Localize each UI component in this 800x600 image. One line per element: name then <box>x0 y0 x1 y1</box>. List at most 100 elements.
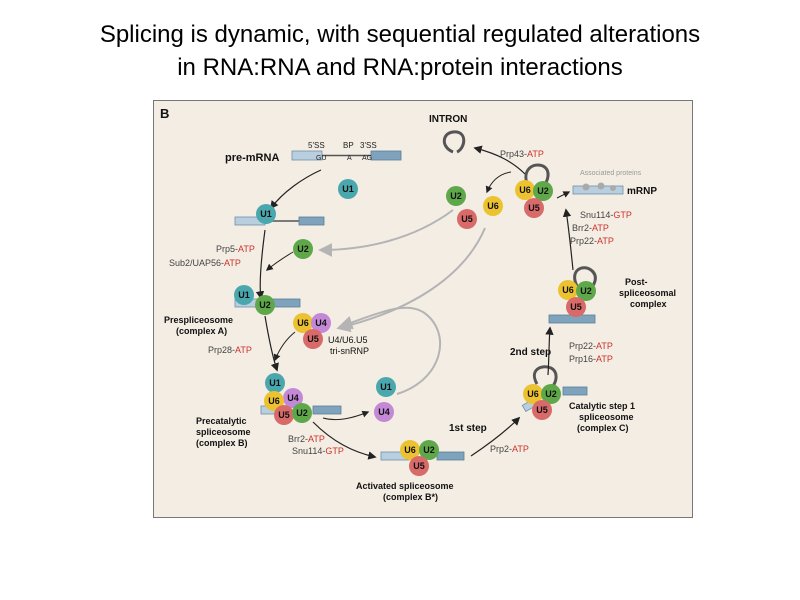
complex-e-u1-label: U1 <box>260 209 272 219</box>
a-label: A <box>347 155 352 162</box>
three-ss-label: 3'SS <box>360 141 377 150</box>
complex-bstar-u2 <box>419 440 439 460</box>
released-u2 <box>446 186 466 206</box>
complex-b-u2-label: U2 <box>296 408 308 418</box>
arrow-intron-release <box>473 145 526 175</box>
complex-bstar-u5 <box>409 456 429 476</box>
arrow-bstar-to-c <box>470 416 521 457</box>
arrow-c-to-post <box>545 326 554 376</box>
released-u5-label: U5 <box>461 214 473 224</box>
tri-snrnp-u6 <box>293 313 313 333</box>
prp22-p-factor: Prp22-ATP <box>570 236 614 246</box>
five-ss-label: 5'SS <box>308 141 325 150</box>
post-u6 <box>558 280 578 300</box>
complex-a-name: Prespliceosome <box>164 315 233 325</box>
complex-b-u1-label: U1 <box>269 378 281 388</box>
complex-b-u6-label: U6 <box>268 396 280 406</box>
complex-c-u5 <box>532 400 552 420</box>
slide-title: Splicing is dynamic, with sequential reg… <box>0 18 800 84</box>
arrow-e-to-a <box>255 229 266 300</box>
brr2-b-factor: Brr2-ATP <box>288 434 325 444</box>
intron-complex-u6 <box>515 180 535 200</box>
arrow-complex-to-mrnp <box>556 191 571 199</box>
post-name-2: spliceosomal <box>619 288 676 298</box>
arrow-u1-u4-release <box>322 410 370 421</box>
released-u1-label: U1 <box>380 382 392 392</box>
released-u4-label: U4 <box>378 407 390 417</box>
second-step-label: 2nd step <box>510 347 551 358</box>
ag-label: AG <box>362 155 372 162</box>
recycle-arrow-u6-u5 <box>336 227 486 333</box>
released-u2-label: U2 <box>450 191 462 201</box>
gu-label: GU <box>316 155 327 162</box>
tri-snrnp-subtitle: tri-snRNP <box>330 346 369 356</box>
first-step-label: 1st step <box>449 423 487 434</box>
complex-c-u2 <box>541 384 561 404</box>
excised-intron-lariat <box>442 130 466 154</box>
prp22-c-factor: Prp22-ATP <box>569 341 613 351</box>
complex-c-u6 <box>523 384 543 404</box>
complex-b-type: spliceosome <box>196 427 251 437</box>
prp43-factor: Prp43-ATP <box>500 149 544 159</box>
complex-c-u6-label: U6 <box>527 389 539 399</box>
tri-snrnp-u6-label: U6 <box>297 318 309 328</box>
prp2-factor: Prp2-ATP <box>490 444 529 454</box>
complex-a-subtitle: (complex A) <box>176 326 227 336</box>
arrow-b-to-bstar <box>312 421 377 460</box>
released-u6 <box>483 196 503 216</box>
tri-snrnp-u5-label: U5 <box>307 334 319 344</box>
tri-snrnp-u4-label: U4 <box>315 318 327 328</box>
complex-bstar-name: Activated spliceosome <box>356 481 454 491</box>
released-u1 <box>376 377 396 397</box>
post-u5-label: U5 <box>570 302 582 312</box>
intron-complex-u2-label: U2 <box>537 186 549 196</box>
arrow-u2-join <box>265 251 294 271</box>
complex-bstar-subtitle: (complex B*) <box>383 492 438 502</box>
released-u5 <box>457 209 477 229</box>
u1-label: U1 <box>342 184 354 194</box>
snu114-p-factor: Snu114-GTP <box>580 210 632 220</box>
intron-complex-u5 <box>524 198 544 218</box>
complex-b-u6 <box>264 391 284 411</box>
complex-e-u1 <box>256 204 276 224</box>
arrow-a-to-b <box>264 315 279 372</box>
post-u5 <box>566 297 586 317</box>
complex-c-u2-label: U2 <box>545 389 557 399</box>
arrow-post-to-mrnp <box>562 208 574 271</box>
u2-snrnp <box>293 239 313 259</box>
complex-b-u2 <box>292 403 312 423</box>
tri-snrnp-name: U4/U6.U5 <box>328 335 368 345</box>
complex-a-u2 <box>255 295 275 315</box>
mrnp-label: mRNP <box>627 186 657 197</box>
complex-c-u5-label: U5 <box>536 405 548 415</box>
u2-label: U2 <box>297 244 309 254</box>
prp16-factor: Prp16-ATP <box>569 354 613 364</box>
slide-title-line-2: in RNA:RNA and RNA:protein interactions <box>177 54 623 81</box>
panel-label: B <box>160 106 169 121</box>
post-u6-label: U6 <box>562 285 574 295</box>
recycle-arrow-u1-u4 <box>338 306 441 395</box>
bp-label: BP <box>343 141 354 150</box>
tri-snrnp-u4 <box>311 313 331 333</box>
complex-b-u1 <box>265 373 285 393</box>
post-u2 <box>576 281 596 301</box>
complex-bstar-u2-label: U2 <box>423 445 435 455</box>
complex-b-u4 <box>283 388 303 408</box>
post-name-1: Post- <box>625 277 648 287</box>
prp28-factor: Prp28-ATP <box>208 345 252 355</box>
complex-bstar-u6-label: U6 <box>404 445 416 455</box>
released-u4 <box>374 402 394 422</box>
complex-b-name: Precatalytic <box>196 416 247 426</box>
snu114-b-factor: Snu114-GTP <box>292 446 344 456</box>
brr2-p-factor: Brr2-ATP <box>572 223 609 233</box>
pre-mrna-strand <box>291 150 402 161</box>
intron-complex-u2 <box>533 181 553 201</box>
post-u2-label: U2 <box>580 286 592 296</box>
intron-label: INTRON <box>429 114 467 125</box>
complex-a-u2-label: U2 <box>259 300 271 310</box>
complex-b-u5 <box>274 405 294 425</box>
u1-snrnp <box>338 179 358 199</box>
complex-bstar-u6 <box>400 440 420 460</box>
complex-b-u4-label: U4 <box>287 393 299 403</box>
associated-proteins-label: Associated proteins <box>580 170 642 177</box>
